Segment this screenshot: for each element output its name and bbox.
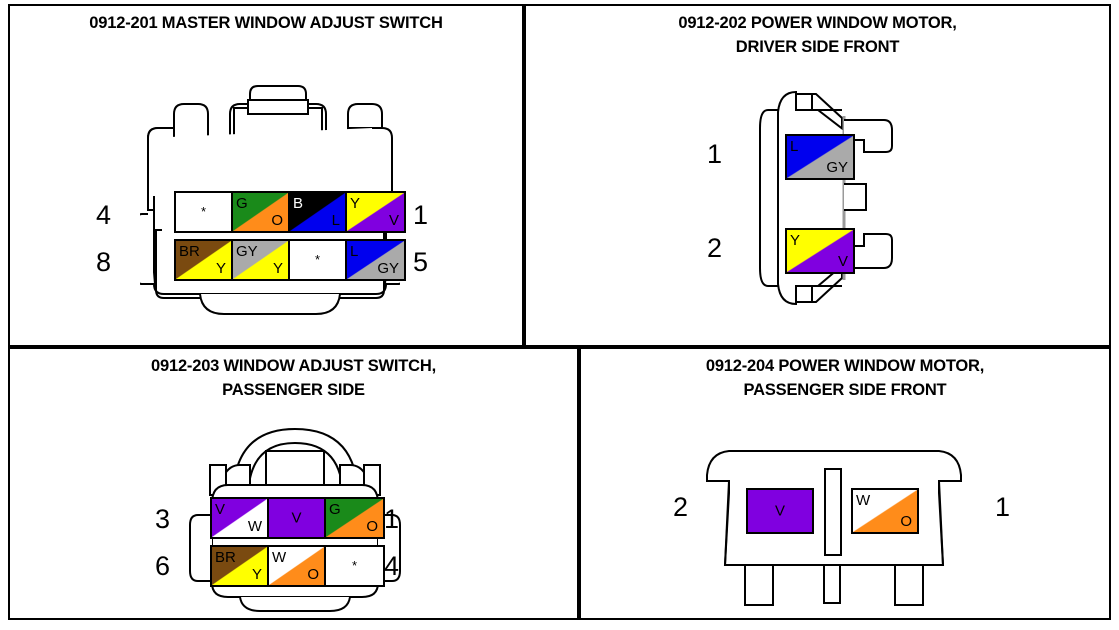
pin-number-5: 5 (413, 247, 429, 277)
two-tone-diagonal-fill (233, 193, 288, 231)
wire-color-code-secondary: V (388, 212, 399, 229)
terminal-cell-pin-4: * (326, 547, 383, 585)
terminal-cell-pin-1: L GY (787, 136, 853, 178)
two-tone-diagonal-fill (853, 490, 917, 532)
two-tone-diagonal-fill (176, 241, 231, 279)
two-tone-diagonal-fill (212, 547, 267, 585)
blank-cavity-marker: * (314, 252, 321, 268)
terminal-cell-pin-2: V (269, 499, 326, 537)
wire-color-code-primary: BR (179, 243, 200, 260)
wire-color-code-primary: W (856, 492, 871, 509)
two-tone-diagonal-fill (787, 136, 853, 178)
panel-title-0912-204: 0912-204 POWER WINDOW MOTOR, PASSENGER S… (581, 355, 1109, 403)
pin-number-1: 1 (413, 200, 429, 230)
panel-title-line1: 0912-203 WINDOW ADJUST SWITCH, (151, 357, 436, 375)
wire-color-code-primary: G (236, 195, 248, 212)
pin-number-2: 2 (707, 233, 723, 263)
panel-title-line1: 0912-201 MASTER WINDOW ADJUST SWITCH (89, 14, 443, 32)
wire-color-code-secondary: L (331, 212, 340, 229)
wire-color-code-primary: L (790, 138, 799, 155)
wire-color-code-secondary: O (366, 518, 378, 535)
connector-body-0912-202 (759, 90, 893, 306)
wire-color-code-secondary: O (307, 566, 319, 583)
blank-cavity-marker: * (200, 204, 207, 220)
terminal-cell-pin-6: * (290, 241, 347, 279)
wire-color-code-secondary: GY (826, 159, 848, 176)
wire-color-code-secondary: O (271, 212, 283, 229)
panel-title-line2: DRIVER SIDE FRONT (735, 37, 900, 56)
wire-color-code-secondary: W (247, 518, 262, 535)
wire-color-code-secondary: GY (377, 260, 399, 277)
wire-color-code-primary: Y (790, 232, 801, 249)
terminal-row-pin1: L GY (785, 134, 855, 180)
pin-number-6: 6 (155, 551, 171, 581)
panel-title-0912-202: 0912-202 POWER WINDOW MOTOR, DRIVER SIDE… (526, 12, 1109, 60)
terminal-cell-pin-2: V (748, 490, 812, 532)
terminal-cell-pin-4: * (176, 193, 233, 231)
wire-color-code-primary: GY (236, 243, 258, 260)
terminal-cell-pin-8: BR Y (176, 241, 233, 279)
panel-title-line2: PASSENGER SIDE (222, 380, 365, 399)
terminal-cell-pin-7: GY Y (233, 241, 290, 279)
panel-0912-202: 0912-202 POWER WINDOW MOTOR, DRIVER SIDE… (524, 4, 1111, 347)
pin-number-8: 8 (96, 247, 112, 277)
terminal-cell-pin-6: BR Y (212, 547, 269, 585)
panel-title-0912-203: 0912-203 WINDOW ADJUST SWITCH, PASSENGER… (10, 355, 577, 403)
pin-number-1: 1 (707, 139, 723, 169)
wire-color-code-primary: G (329, 501, 341, 518)
panel-title-line2: PASSENGER SIDE FRONT (743, 380, 947, 399)
wire-color-code-secondary: V (837, 253, 848, 270)
two-tone-diagonal-fill (212, 499, 267, 537)
panel-title-0912-201: 0912-201 MASTER WINDOW ADJUST SWITCH (10, 12, 522, 36)
panel-title-line1: 0912-204 POWER WINDOW MOTOR, (705, 357, 985, 375)
pin-number-2: 2 (673, 492, 689, 522)
wire-color-code: V (291, 509, 302, 527)
panel-0912-203: 0912-203 WINDOW ADJUST SWITCH, PASSENGER… (8, 347, 579, 620)
wire-color-code-primary: L (350, 243, 359, 260)
wire-color-code-primary: W (272, 549, 287, 566)
two-tone-diagonal-fill (347, 193, 404, 231)
two-tone-diagonal-fill (326, 499, 383, 537)
two-tone-diagonal-fill (269, 547, 324, 585)
wire-color-code-secondary: Y (215, 260, 226, 277)
pin-number-1: 1 (995, 492, 1011, 522)
wire-color-code-secondary: Y (272, 260, 283, 277)
pin-number-1: 1 (384, 504, 400, 534)
panel-0912-204: 0912-204 POWER WINDOW MOTOR, PASSENGER S… (579, 347, 1111, 620)
terminal-row-bottom: BR Y GY Y * L GY (174, 239, 406, 281)
wire-color-code-primary: Y (350, 195, 361, 212)
two-tone-diagonal-fill (290, 193, 345, 231)
two-tone-diagonal-fill (233, 241, 288, 279)
blank-cavity-marker: * (351, 558, 358, 574)
two-tone-diagonal-fill (787, 230, 853, 272)
pin-number-3: 3 (155, 504, 171, 534)
wire-color-code-secondary: Y (251, 566, 262, 583)
connector-body-0912-204 (706, 450, 962, 606)
pin-number-4: 4 (384, 551, 400, 581)
wire-color-code-primary: B (293, 195, 304, 212)
two-tone-diagonal-fill (347, 241, 404, 279)
panel-title-line1: 0912-202 POWER WINDOW MOTOR, (678, 14, 957, 32)
wire-color-code-primary: BR (215, 549, 236, 566)
terminal-cell-pin-5: L GY (347, 241, 404, 279)
pin-number-4: 4 (96, 200, 112, 230)
wire-color-code-secondary: O (900, 513, 912, 530)
panel-0912-201: 0912-201 MASTER WINDOW ADJUST SWITCH 4 (8, 4, 524, 347)
wire-color-code: V (774, 502, 785, 520)
terminal-cell-pin2: V (746, 488, 814, 534)
wire-color-code-primary: V (215, 501, 226, 518)
